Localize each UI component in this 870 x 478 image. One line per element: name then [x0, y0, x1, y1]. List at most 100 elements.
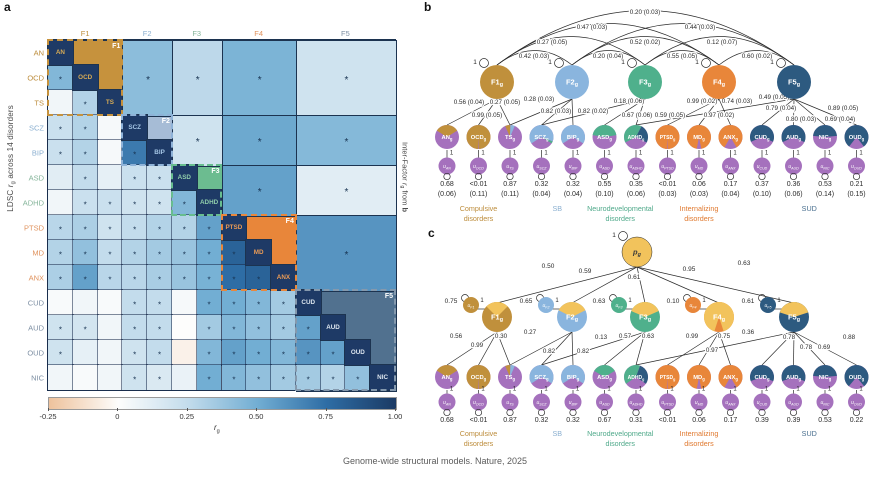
heatmap-cell	[96, 289, 124, 316]
path-arrow	[541, 98, 573, 126]
factor-variance-label: 1	[548, 59, 552, 66]
significance-star: *	[83, 149, 87, 159]
indicator-label: PTSDg	[660, 135, 676, 141]
significance-star: *	[157, 349, 162, 359]
factor-node-label: F3g	[639, 313, 651, 323]
factor-variance-label: 1	[695, 59, 699, 66]
significance-star: *	[133, 174, 137, 184]
heatmap-cell: *	[146, 264, 173, 291]
factor-correlation-label: 0.27 (0.05)	[537, 39, 567, 46]
p-factor-node	[621, 236, 653, 268]
significance-star: *	[133, 149, 137, 159]
loading-label: 0.82	[543, 348, 556, 355]
heatmap-cell: *	[96, 239, 124, 266]
indicator-pie-ADHD-wedge	[624, 125, 642, 143]
significance-star: *	[146, 74, 151, 86]
unit-path-label: 1	[481, 387, 485, 393]
row-label-NIC: NIC	[31, 373, 44, 382]
heatmap-cell	[71, 289, 99, 316]
heatmap-cell: *	[195, 364, 223, 391]
unit-path-label: 1	[639, 387, 643, 393]
heatmap-cell: *	[170, 214, 198, 241]
heatmap-cell	[47, 289, 74, 316]
diagonal-cell-label: OCD	[78, 74, 93, 81]
heatmap-cell: *	[146, 164, 173, 191]
variance-loop	[537, 408, 546, 417]
heatmap-cell: *	[121, 314, 149, 341]
loading-label: 0.99 (0.02)	[687, 98, 717, 105]
significance-star: *	[83, 124, 87, 134]
heatmap-cell	[170, 314, 198, 341]
residual-variance-value: 0.39	[755, 417, 769, 424]
heatmap-cell	[96, 314, 124, 341]
factor-residual-label: uF1	[468, 303, 475, 309]
significance-star: *	[344, 249, 349, 261]
loading-label: 0.69	[818, 344, 831, 351]
unit-path-label: 1	[513, 387, 517, 393]
indicator-pie-SCZ-wedge	[541, 137, 553, 144]
factor-correlation-label: 0.20 (0.03)	[630, 9, 660, 16]
group-label: disorders	[464, 439, 494, 448]
significance-star: *	[257, 299, 261, 309]
significance-star: *	[232, 349, 236, 359]
indicator-pie-ANX-wedge	[718, 125, 743, 148]
variance-loop	[852, 172, 861, 181]
colorbar	[48, 397, 397, 410]
factor-residual-label: uF3	[616, 303, 623, 309]
variance-loop	[663, 172, 672, 181]
indicator-label: ADHDg	[628, 375, 645, 381]
loading-label: 0.99	[686, 333, 699, 340]
heatmap-cell	[170, 339, 198, 366]
row-label-OUD: OUD	[27, 348, 44, 357]
variance-loop	[852, 408, 861, 417]
group-label: Internalizing	[680, 204, 719, 213]
residual-node	[470, 157, 487, 175]
second-order-loading-label: 0.95	[683, 266, 696, 273]
right-axis-label-mid: from	[400, 188, 410, 208]
variance-loop	[569, 408, 577, 417]
loading-label: 0.82 (0.03)	[541, 108, 571, 115]
heatmap-cell: *	[146, 314, 173, 341]
heatmap-cell: *	[47, 214, 74, 241]
unit-path-label: 1	[576, 387, 580, 393]
path-arrow	[604, 98, 646, 126]
row-label-BIP: BIP	[31, 148, 44, 157]
significance-star: *	[232, 249, 236, 259]
diagonal-cell-CUD: CUD	[294, 289, 322, 316]
heatmap-cell: *	[220, 314, 248, 341]
heatmap-cell: *	[270, 364, 297, 391]
heatmap-cell: *	[121, 364, 149, 391]
heatmap-cell	[96, 164, 124, 191]
factor-correlation-label: 0.44 (0.03)	[685, 24, 715, 31]
column-header-F1: F1	[80, 29, 90, 38]
loading-label: 0.78	[800, 344, 813, 351]
variance-loop	[474, 408, 483, 417]
diagonal-cell-MD: MD	[245, 239, 273, 266]
unit-path-label: 1	[702, 298, 706, 304]
path-arrow	[478, 98, 498, 126]
residual-node	[564, 393, 582, 411]
variance-loop	[618, 231, 628, 241]
significance-star: *	[182, 274, 186, 284]
residual-label: uAUD	[788, 164, 799, 170]
loading-label: 0.56	[450, 333, 463, 340]
residual-variance-value: 0.68	[440, 181, 454, 188]
loading-label: 0.57	[619, 333, 632, 340]
indicator-label: OUDg	[849, 375, 865, 381]
variance-loop	[821, 172, 829, 181]
heatmap-cell	[71, 339, 99, 366]
unit-path-label: 1	[733, 387, 737, 393]
indicator-label: AUDg	[786, 135, 802, 141]
significance-star: *	[195, 74, 200, 86]
second-order-loading-label: 0.61	[628, 274, 641, 281]
factor-node-label: F4g	[713, 78, 725, 88]
residual-label: uTS	[506, 164, 514, 170]
unit-path-label: 1	[702, 387, 706, 393]
group-label: Internalizing	[680, 429, 719, 438]
unit-path-label: 1	[828, 387, 832, 393]
residual-variance-se: (0.04)	[721, 191, 739, 198]
row-label-ANX: ANX	[28, 273, 44, 282]
unit-path-label: 1	[450, 151, 454, 157]
significance-star: *	[58, 74, 62, 84]
